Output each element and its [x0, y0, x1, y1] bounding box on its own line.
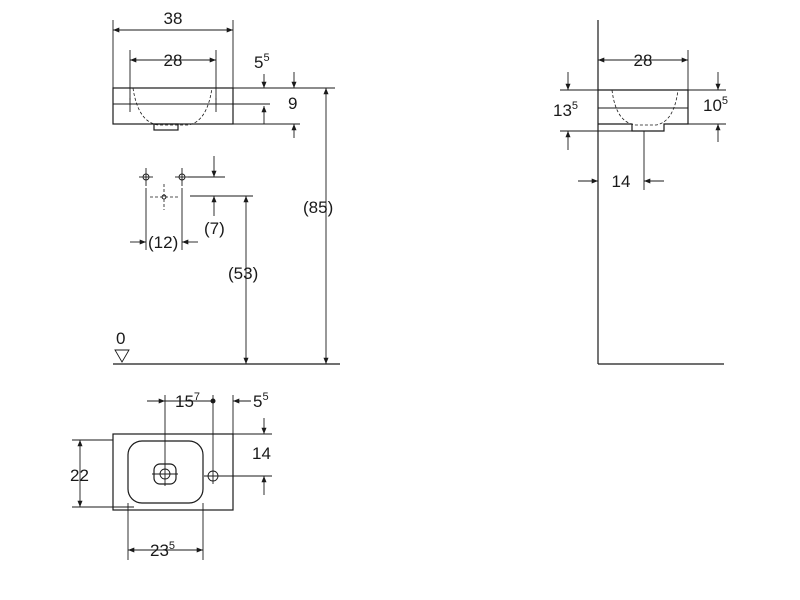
top-view: 157 55 22 14 235	[70, 391, 272, 560]
bowl-width-label: 235	[150, 540, 175, 560]
top-edge-offset-label: 55	[253, 391, 269, 411]
rim-offset-label: 55	[254, 52, 270, 72]
floor-level-label: 0	[116, 329, 125, 348]
rough-in-height-label: (53)	[228, 264, 258, 283]
basin-side-outline	[598, 89, 689, 132]
drain-outline	[153, 123, 179, 131]
overall-width-label: 38	[164, 9, 183, 28]
side-height-left-label: 135	[553, 100, 578, 120]
rough-in-view: (12) (7) (53)	[130, 156, 258, 364]
drain-connection-marker	[150, 184, 180, 210]
side-width-label: 28	[634, 51, 653, 70]
drain-top-marker	[152, 462, 178, 486]
bowl-outline	[127, 440, 204, 504]
connection-marker-right	[175, 168, 189, 186]
level-triangle	[114, 349, 130, 363]
floor-level: 0	[113, 329, 340, 365]
tap-marker-left	[123, 98, 137, 112]
basin-top-outline	[112, 433, 234, 511]
top-depth-label: 22	[70, 466, 89, 485]
tap-spacing-label: 28	[164, 51, 183, 70]
top-tap-offset-label: 157	[175, 391, 200, 411]
basin-height-label: 9	[288, 94, 297, 113]
side-view: 28 135 105 14	[553, 20, 728, 365]
basin-front-outline	[112, 87, 234, 125]
tap-marker-right	[209, 98, 223, 112]
top-tap-depth-label: 14	[252, 444, 271, 463]
front-view: 38 28 55 9 (85)	[112, 9, 335, 364]
connection-marker-left	[139, 168, 153, 186]
rough-in-offset-label: (7)	[204, 219, 225, 238]
total-height-label: (85)	[303, 198, 333, 217]
side-drain-offset-label: 14	[612, 172, 631, 191]
rough-in-spacing-label: (12)	[148, 233, 178, 252]
side-height-right-label: 105	[703, 95, 728, 115]
